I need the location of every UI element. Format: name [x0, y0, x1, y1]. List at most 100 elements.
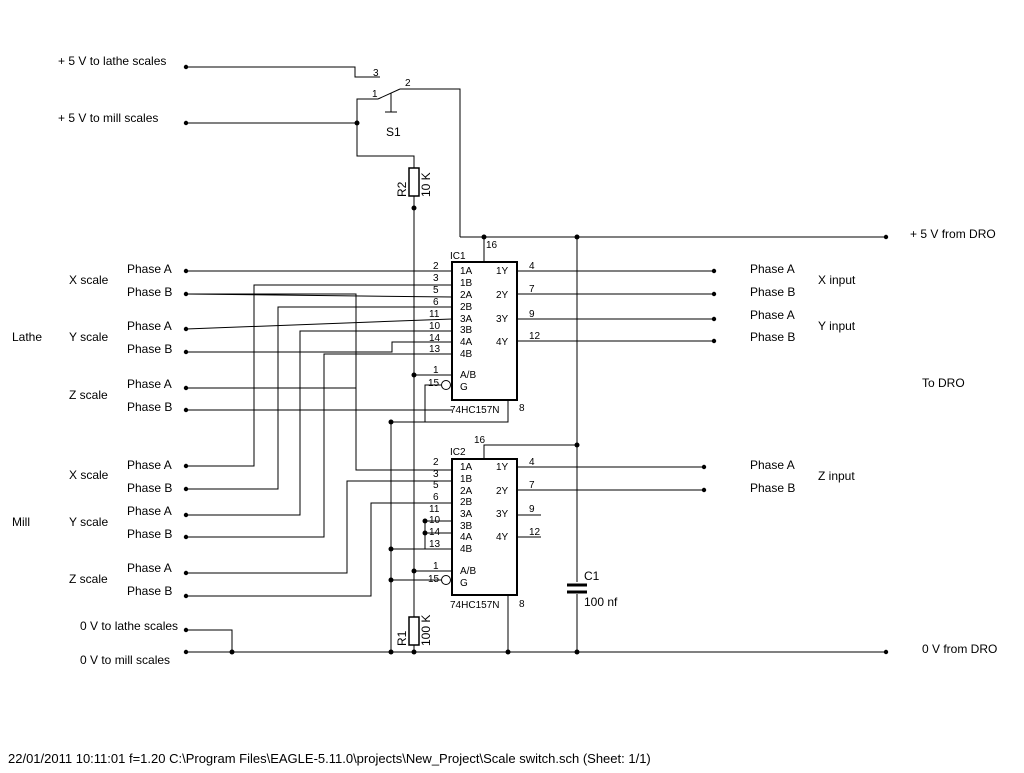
ic2-pin-label: 1B — [460, 474, 473, 485]
ic2-pin: 2 — [433, 457, 439, 468]
s1-label: S1 — [386, 125, 401, 139]
ic2-vcc-pin: 16 — [474, 435, 486, 446]
lathe-x-scale: X scale — [69, 273, 109, 287]
ic1-pin-label: 3A — [460, 314, 473, 325]
s1-pin2: 2 — [405, 78, 411, 89]
ic2-out-label: 1Y — [496, 462, 509, 473]
phase-label: Phase B — [750, 330, 795, 344]
ic1-pin: 2 — [433, 261, 439, 272]
phase-label: Phase A — [127, 262, 172, 276]
ic1-pin-label: 2A — [460, 290, 473, 301]
ic2-pin: 3 — [433, 469, 439, 480]
ic1-pin: 6 — [433, 297, 439, 308]
ic2-body — [451, 458, 518, 596]
lathe-5v-label: + 5 V to lathe scales — [58, 54, 166, 68]
ic1-out-pin: 12 — [529, 331, 541, 342]
ic1-out-pin: 9 — [529, 309, 535, 320]
mill-group-label: Mill — [12, 515, 30, 529]
ic2-pin: 15 — [428, 574, 440, 585]
phase-label: Phase B — [127, 342, 172, 356]
dro-0v-label: 0 V from DRO — [922, 642, 997, 656]
ic2-part: 74HC157N — [450, 600, 499, 611]
ic2-pin-label: 1A — [460, 462, 473, 473]
phase-label: Phase B — [127, 285, 172, 299]
ic2-out-pin: 7 — [529, 480, 535, 491]
r1-body — [408, 616, 420, 646]
c1-body — [567, 583, 587, 594]
ic1-name: IC1 — [450, 251, 466, 262]
ic2-pin: 10 — [429, 515, 441, 526]
c1-name: C1 — [584, 569, 600, 583]
r2-value: 10 K — [419, 172, 433, 197]
ic2-pin-label: 3B — [460, 521, 473, 532]
ic1-out-label: 2Y — [496, 290, 509, 301]
ic2-pin-label: 3A — [460, 509, 473, 520]
ic2-in-pins: 2 3 5 6 11 10 14 13 1 15 — [428, 457, 441, 585]
ic2-pin-label: G — [460, 578, 468, 589]
ic2-out-label: 2Y — [496, 486, 509, 497]
ic2-out-label: 3Y — [496, 509, 509, 520]
ic1-body — [451, 261, 518, 401]
phase-label: Phase B — [750, 285, 795, 299]
wires — [185, 66, 886, 653]
ic2-pin-label: 2A — [460, 486, 473, 497]
r1-name: R1 — [395, 630, 409, 646]
ic2-out-pin: 9 — [529, 504, 535, 515]
ic1-pin: 14 — [429, 333, 441, 344]
ic1-g-bubble — [441, 380, 451, 390]
ic2-in-labels: 1A 1B 2A 2B 3A 3B 4A 4B A/B G — [460, 462, 476, 589]
phase-label: Phase B — [127, 584, 172, 598]
ic2-pin-label: 4A — [460, 532, 473, 543]
r1-value: 100 K — [419, 615, 433, 646]
ic1-in-labels: 1A 1B 2A 2B 3A 3B 4A 4B A/B G — [460, 266, 476, 393]
ic1-out-label: 4Y — [496, 337, 509, 348]
z-input-label: Z input — [818, 469, 855, 483]
mill-0v-label: 0 V to mill scales — [80, 653, 170, 667]
mill-z-scale: Z scale — [69, 572, 108, 586]
ic1-out-pin: 7 — [529, 284, 535, 295]
ic1-out-pin: 4 — [529, 261, 535, 272]
ic1-pin-label: 4B — [460, 349, 473, 360]
mill-5v-label: + 5 V to mill scales — [58, 111, 158, 125]
ic2-out-pin: 12 — [529, 527, 541, 538]
ic2-pin: 6 — [433, 492, 439, 503]
phase-label: Phase A — [127, 504, 172, 518]
ic2-g-bubble — [441, 575, 451, 585]
phase-label: Phase A — [127, 458, 172, 472]
footer-caption: 22/01/2011 10:11:01 f=1.20 C:\Program Fi… — [8, 751, 651, 766]
phase-label: Phase B — [127, 400, 172, 414]
to-dro-label: To DRO — [922, 376, 965, 390]
lathe-group-label: Lathe — [12, 330, 42, 344]
phase-label: Phase A — [127, 377, 172, 391]
ic1-pin-label: 1A — [460, 266, 473, 277]
ic2-out-pin: 4 — [529, 457, 535, 468]
phase-label: Phase A — [127, 561, 172, 575]
dro-5v-label: + 5 V from DRO — [910, 227, 996, 241]
ic1-in-pins: 2 3 5 6 11 10 14 13 1 15 — [428, 261, 441, 389]
phase-label: Phase A — [750, 262, 795, 276]
lathe-0v-label: 0 V to lathe scales — [80, 619, 178, 633]
ic1-pin-label: 1B — [460, 278, 473, 289]
ic2-pin-label: 2B — [460, 497, 473, 508]
x-input-label: X input — [818, 273, 856, 287]
r2-name: R2 — [395, 181, 409, 197]
ic1-out-label: 3Y — [496, 314, 509, 325]
ic2-pin: 5 — [433, 480, 439, 491]
ic1-gnd-pin: 8 — [519, 403, 525, 414]
ic2-name: IC2 — [450, 447, 466, 458]
ic2-pin: 11 — [429, 504, 440, 515]
ic2-pin-label: A/B — [460, 566, 476, 577]
s1-pin3: 3 — [373, 68, 379, 79]
ic1-pin-label: G — [460, 382, 468, 393]
ic1-pin: 15 — [428, 378, 440, 389]
ic2-out-label: 4Y — [496, 532, 509, 543]
ic2-out-labels: 1Y 2Y 3Y 4Y 4 7 9 12 — [496, 457, 541, 543]
ic2-pin: 14 — [429, 527, 441, 538]
ic2-pin: 1 — [433, 561, 439, 572]
ic1-pin-label: 4A — [460, 337, 473, 348]
phase-label: Phase A — [750, 308, 795, 322]
ic1-pin: 1 — [433, 365, 439, 376]
y-input-label: Y input — [818, 319, 856, 333]
ic1-pin-label: 2B — [460, 302, 473, 313]
